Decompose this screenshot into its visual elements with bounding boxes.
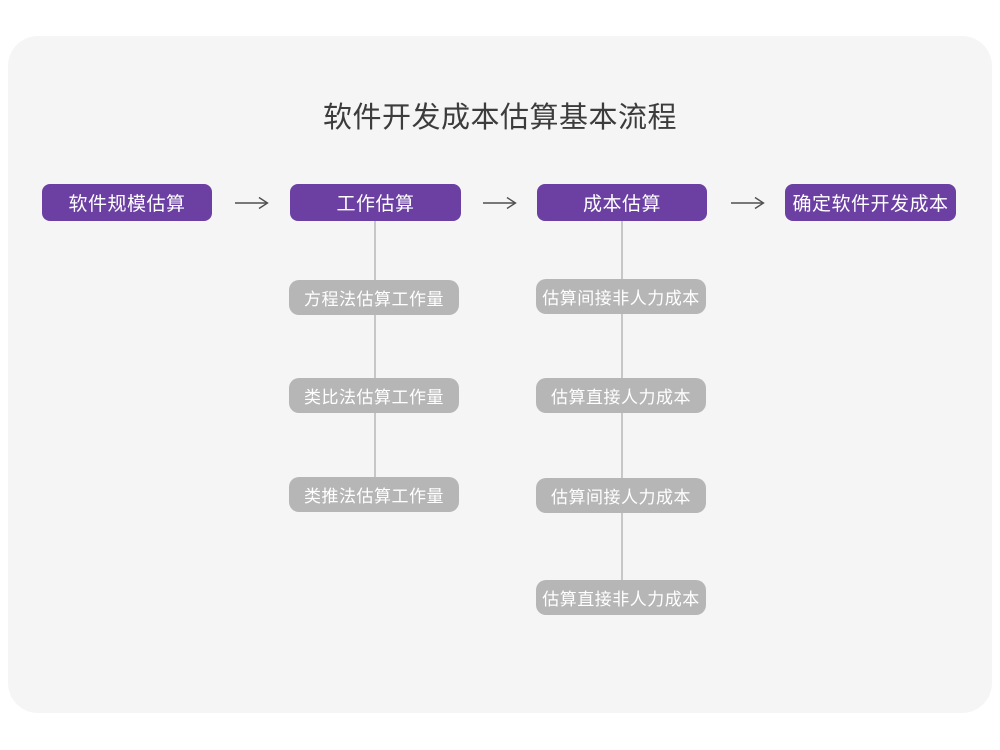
step-cost-estimation: 成本估算: [537, 184, 707, 221]
flowchart-card: 软件开发成本估算基本流程 软件规模估算 工作估算 成本估算 确定软件开发成本 方…: [8, 36, 992, 713]
diagram-title: 软件开发成本估算基本流程: [322, 102, 677, 134]
arrow-right-icon: [483, 196, 517, 210]
subnode-indirect-non-labor-cost: 估算间接非人力成本: [536, 279, 706, 314]
subnode-analogy-method: 类比法估算工作量: [289, 378, 459, 413]
subnode-direct-labor-cost: 估算直接人力成本: [536, 378, 706, 413]
step-software-scale-estimation: 软件规模估算: [42, 184, 212, 221]
step-work-estimation: 工作估算: [290, 184, 461, 221]
arrow-right-icon: [731, 196, 765, 210]
subnode-indirect-labor-cost: 估算间接人力成本: [536, 478, 706, 513]
step-determine-development-cost: 确定软件开发成本: [785, 184, 956, 221]
subnode-extrapolation-method: 类推法估算工作量: [289, 477, 459, 512]
connector-line-work-estimation: [374, 221, 376, 495]
arrow-right-icon: [235, 196, 269, 210]
subnode-equation-method: 方程法估算工作量: [289, 280, 459, 315]
subnode-direct-non-labor-cost: 估算直接非人力成本: [536, 580, 706, 615]
